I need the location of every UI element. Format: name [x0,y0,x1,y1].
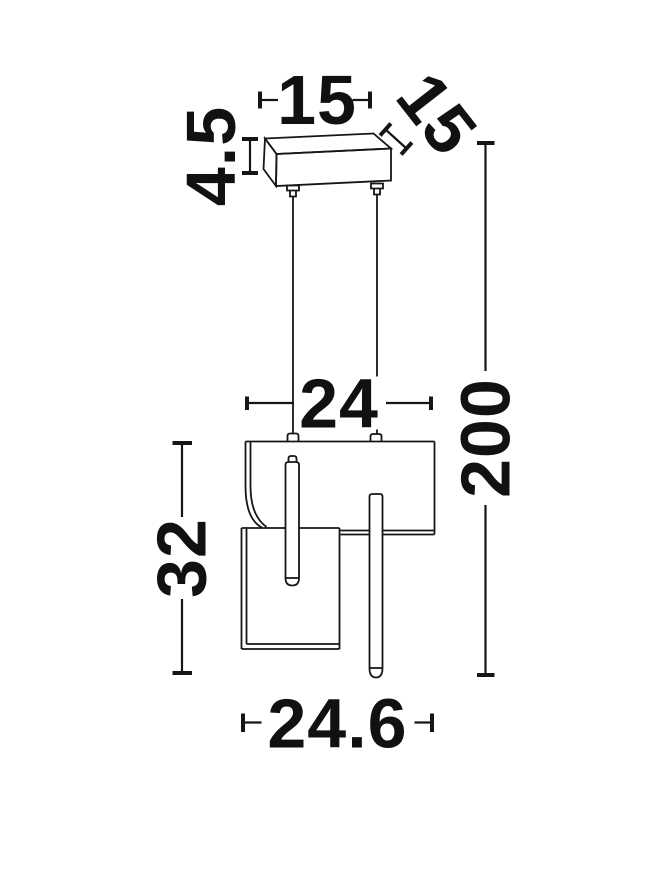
dim-canopy-height-label: 4.5 [172,106,250,206]
dim-shade-width-label: 24 [299,365,379,443]
dim-canopy-depth-ticks [378,122,414,156]
dim-total-drop-label: 200 [447,378,525,498]
dim-canopy-depth-label: 15 [382,59,493,170]
upper-panel-bottom-rim [340,529,435,536]
dim-total-drop: 200 [447,141,525,677]
led-tube-right-bottom [368,667,384,679]
canopy-left-face [262,135,278,189]
upper-panel-left-curve-inner [249,441,268,528]
shade-lower-panel [240,527,341,650]
canopy-connector-left [286,184,300,198]
led-tubes [284,455,384,679]
led-tube-left-bottom [284,577,300,587]
dim-canopy-height: 4.5 [172,106,258,206]
dim-canopy-width-label: 15 [277,61,357,139]
dim-canopy-width: 15 [258,61,372,139]
dim-shade-width: 24 [245,365,433,443]
dim-shade-height-label: 32 [143,518,221,598]
dim-canopy-depth: 15 [378,59,493,170]
dim-shade-height: 32 [143,441,221,675]
dim-canopy-height-ticks [242,137,258,175]
lower-panel-left-edge [240,528,248,649]
dim-canopy-depth-line [384,128,408,150]
lower-panel-bottom-edge [241,643,340,650]
led-tube-left-cap [287,455,298,462]
dim-overall-width: 24.6 [241,685,434,763]
panel-connector-right [369,433,383,442]
upper-panel-left-curve-outer [244,441,263,529]
led-tube-left-body [284,461,300,578]
dim-overall-width-label: 24.6 [267,685,407,763]
canopy-front-face [275,147,392,187]
ceiling-canopy [262,132,394,198]
panel-connector-left [286,432,300,442]
canopy-connector-right [370,182,384,196]
shade-upper-panel [244,432,436,536]
led-tube-right-body [368,493,384,668]
